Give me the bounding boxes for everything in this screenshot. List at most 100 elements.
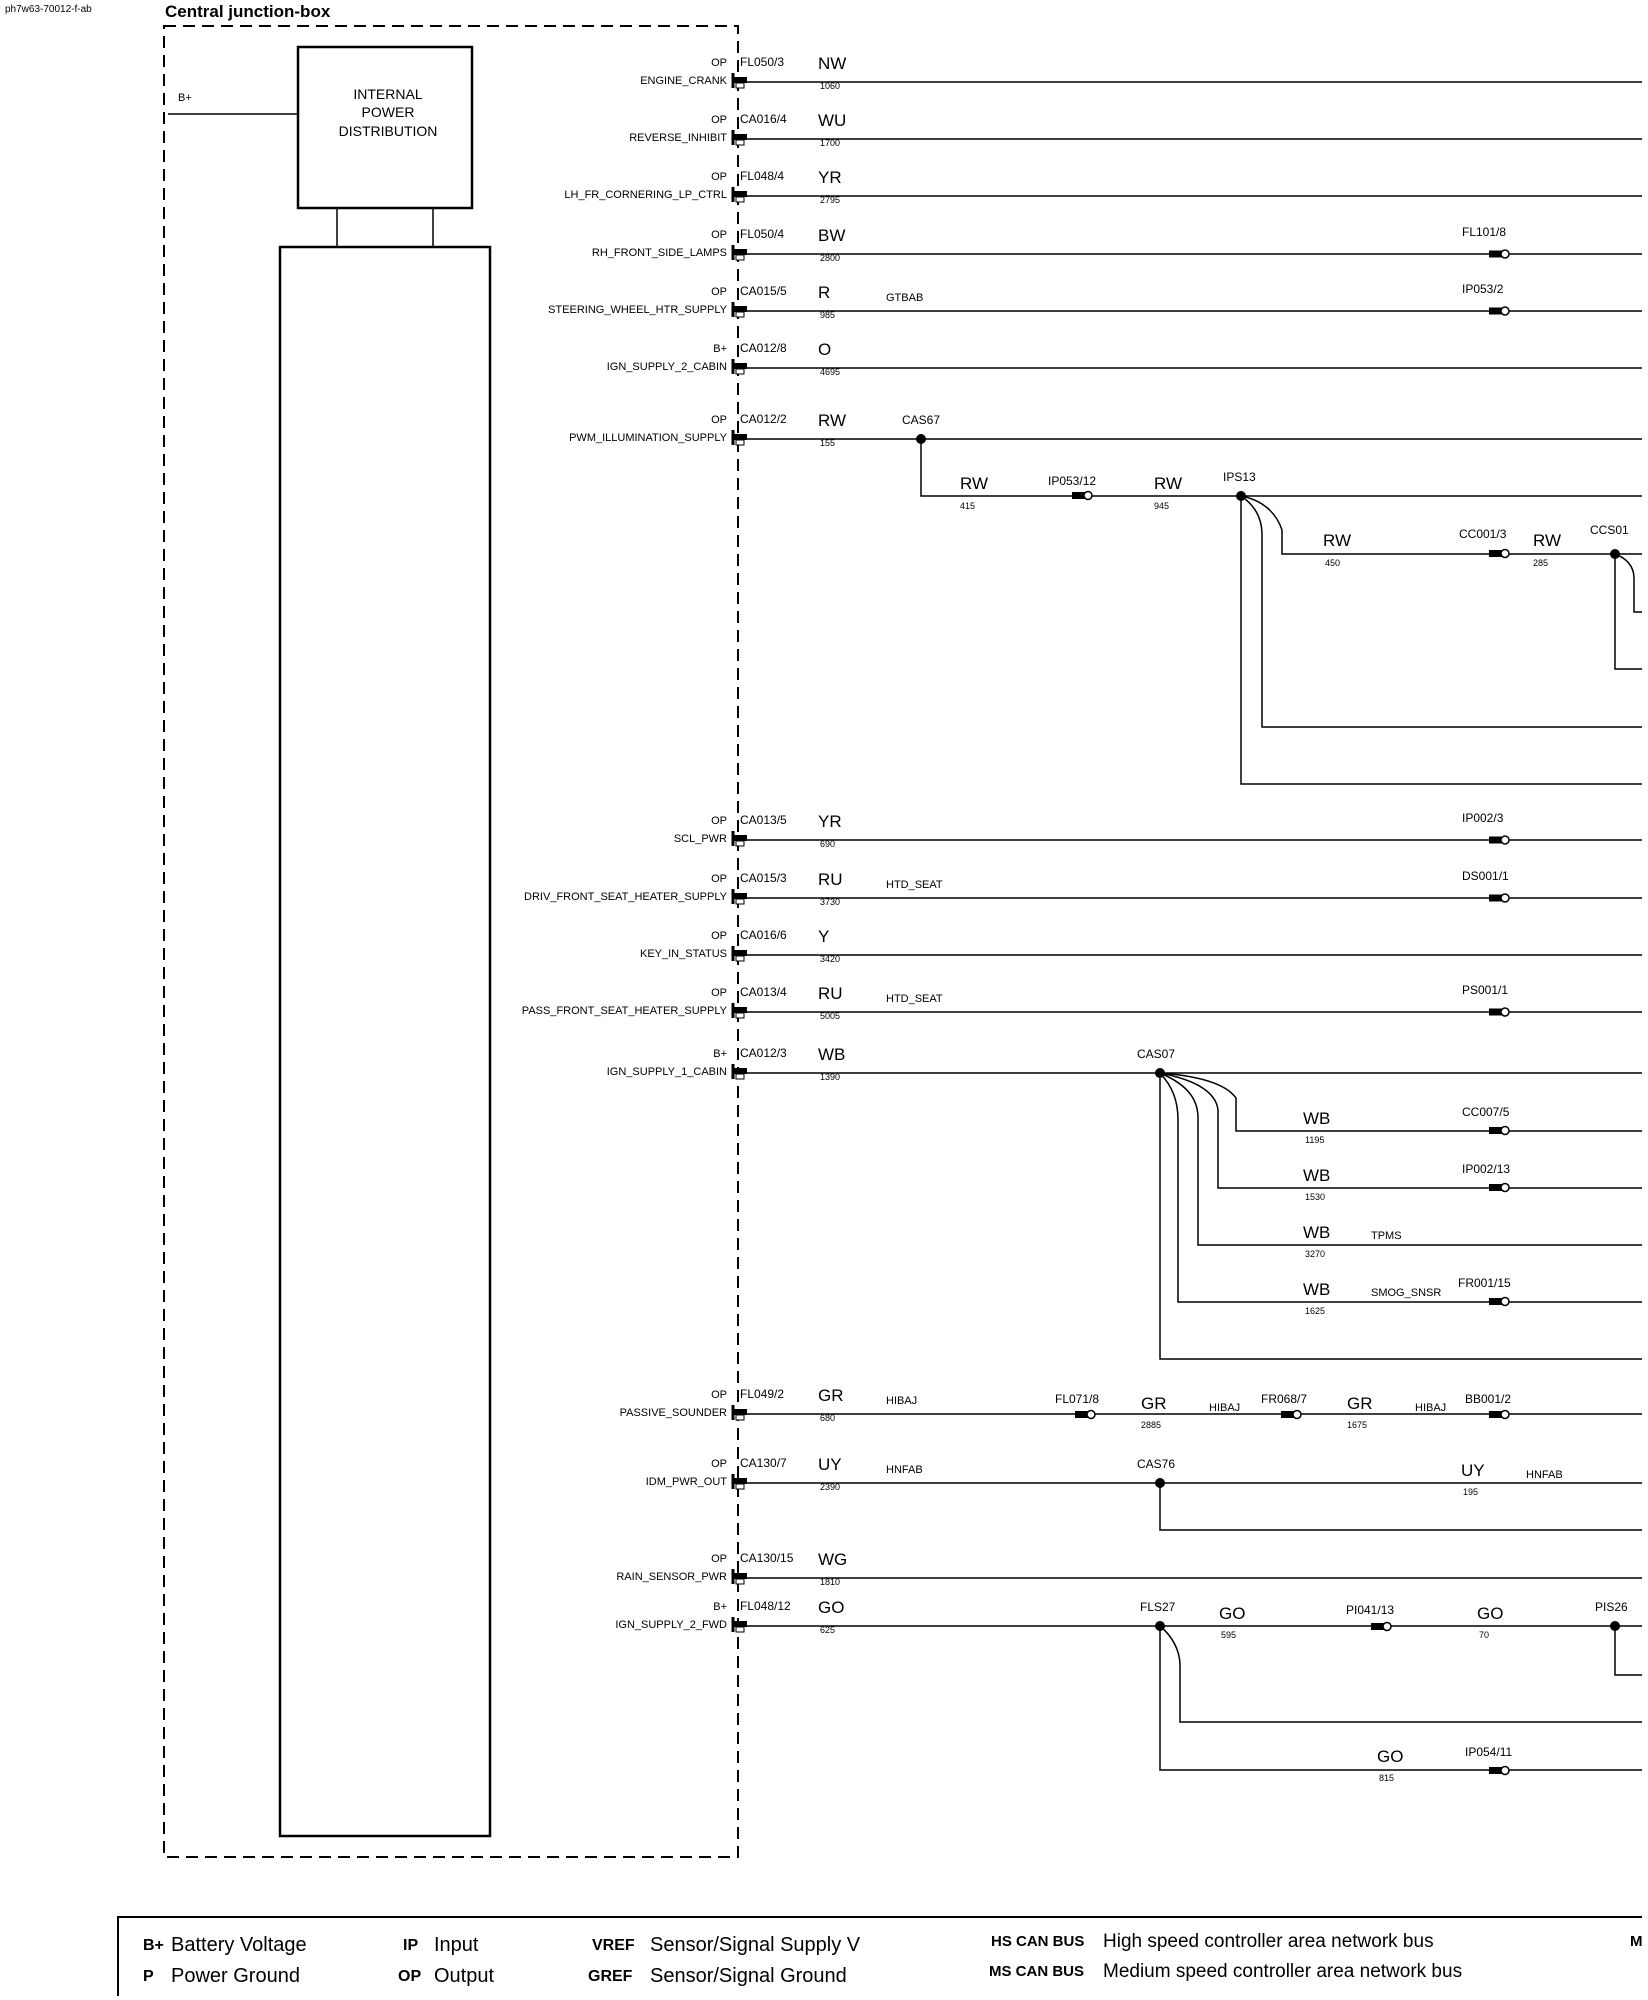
circuit-type: B+ [713, 343, 727, 355]
pin-label: CA015/3 [740, 871, 787, 885]
cas07-branch-3 [1159, 1072, 1642, 1246]
circuit-type: OP [711, 1389, 727, 1401]
pin-label: CA130/15 [740, 1551, 794, 1565]
module-title: Central junction-box [165, 2, 331, 21]
wire-color: Y [818, 927, 829, 946]
circuit-type: OP [711, 930, 727, 942]
wire-number: 285 [1533, 558, 1548, 568]
legend-text: Power Ground [171, 1965, 300, 1987]
signal-name: SCL_PWR [674, 833, 727, 845]
splice-label: CAS67 [902, 413, 940, 427]
inline-connector-icon [1489, 548, 1510, 559]
pin-terminal-socket [735, 1483, 745, 1490]
wire-color: WB [1303, 1223, 1330, 1242]
splice-label: CCS01 [1590, 523, 1629, 537]
signal-name: RAIN_SENSOR_PWR [616, 1571, 727, 1583]
connector-label: IP054/11 [1465, 1745, 1512, 1759]
wire-color: R [818, 283, 830, 302]
connector-label: DS001/1 [1462, 869, 1509, 883]
pin-terminal-socket [735, 196, 745, 203]
pis26-branch [1614, 1626, 1642, 1676]
pin-label: CA015/5 [740, 284, 787, 298]
splice-label: PIS26 [1595, 1600, 1628, 1614]
legend-abbr: HS CAN BUS [991, 1933, 1084, 1950]
splice-label: CAS76 [1137, 1457, 1175, 1471]
wire-number: 815 [1379, 1773, 1394, 1783]
wire-color: WB [1303, 1166, 1330, 1185]
cas07-branch-5 [1159, 1073, 1642, 1360]
inline-connector-icon [1281, 1409, 1302, 1420]
wire-number: 4695 [820, 367, 840, 377]
legend-abbr: MS CAN BUS [989, 1963, 1084, 1980]
pin-label: CA012/3 [740, 1046, 787, 1060]
cas07-branch-1 [1159, 1072, 1642, 1132]
circuit-type: OP [711, 57, 727, 69]
pin-terminal [734, 1621, 747, 1627]
legend-abbr: B+ [143, 1937, 164, 1954]
circuit-type: OP [711, 414, 727, 426]
legend-abbr: OP [398, 1968, 421, 1985]
ips13-branch-2 [1240, 495, 1642, 728]
inline-connector-icon [1489, 249, 1510, 259]
pin-terminal [734, 893, 747, 899]
wire-color: GO [1477, 1604, 1503, 1623]
wire-number: 450 [1325, 558, 1340, 568]
harness-tag: HTD_SEAT [886, 993, 943, 1005]
pin-terminal-socket [735, 1012, 745, 1019]
inline-connector-icon [1489, 1007, 1510, 1017]
connector-label: IP053/12 [1048, 474, 1096, 488]
pin-terminal-socket [735, 311, 745, 318]
connector-label: FL071/8 [1055, 1392, 1099, 1406]
pin-terminal-socket [735, 1626, 745, 1633]
harness-tag: HIBAJ [1209, 1402, 1240, 1414]
wire-number: 155 [820, 438, 835, 448]
internal-box-line-3: DISTRIBUTION [339, 123, 438, 139]
inline-connector-icon [1489, 893, 1510, 903]
ign-supply-2-fwd-branch: FLS27 GO 595 PI041/13 GO 70 PIS26 GO 815… [1140, 1600, 1642, 1783]
circuit-type: OP [711, 1458, 727, 1470]
pin-terminal [734, 1478, 747, 1484]
connector-label: IP002/3 [1462, 811, 1504, 825]
signal-name: ENGINE_CRANK [640, 75, 727, 87]
wire-number: 2885 [1141, 1420, 1161, 1430]
signal-name: PASS_FRONT_SEAT_HEATER_SUPPLY [522, 1005, 728, 1017]
signal-name: RH_FRONT_SIDE_LAMPS [592, 247, 727, 259]
wire-color: WG [818, 1550, 847, 1569]
wire-number: 415 [960, 501, 975, 511]
wire-color: WB [1303, 1280, 1330, 1299]
circuit-type: B+ [713, 1048, 727, 1060]
wire-color: RU [818, 870, 843, 889]
wire-color: YR [818, 812, 842, 831]
wire-number: 625 [820, 1625, 835, 1635]
pin-terminal [734, 363, 747, 369]
wire-number: 3730 [820, 897, 840, 907]
internal-box-line-1: INTERNAL [353, 86, 422, 102]
connector-label: PI041/13 [1346, 1603, 1394, 1617]
harness-tag: TPMS [1371, 1230, 1402, 1242]
pin-label: CA012/2 [740, 412, 787, 426]
wire-number: 1810 [820, 1577, 840, 1587]
pin-terminal-socket [735, 955, 745, 962]
connector-label: CC007/5 [1462, 1105, 1510, 1119]
wire-color: RW [1323, 531, 1351, 550]
connector-label: FL101/8 [1462, 225, 1506, 239]
module-block [278, 245, 492, 1838]
inline-connector-icon [1489, 1125, 1510, 1136]
pin-terminal [734, 1007, 747, 1013]
wire-color: UY [1461, 1461, 1485, 1480]
pin-terminal [734, 434, 747, 440]
pin-terminal-socket [735, 840, 745, 847]
connector-label: IP002/13 [1462, 1162, 1510, 1176]
wire-number: 1390 [820, 1072, 840, 1082]
pin-terminal [734, 191, 747, 197]
